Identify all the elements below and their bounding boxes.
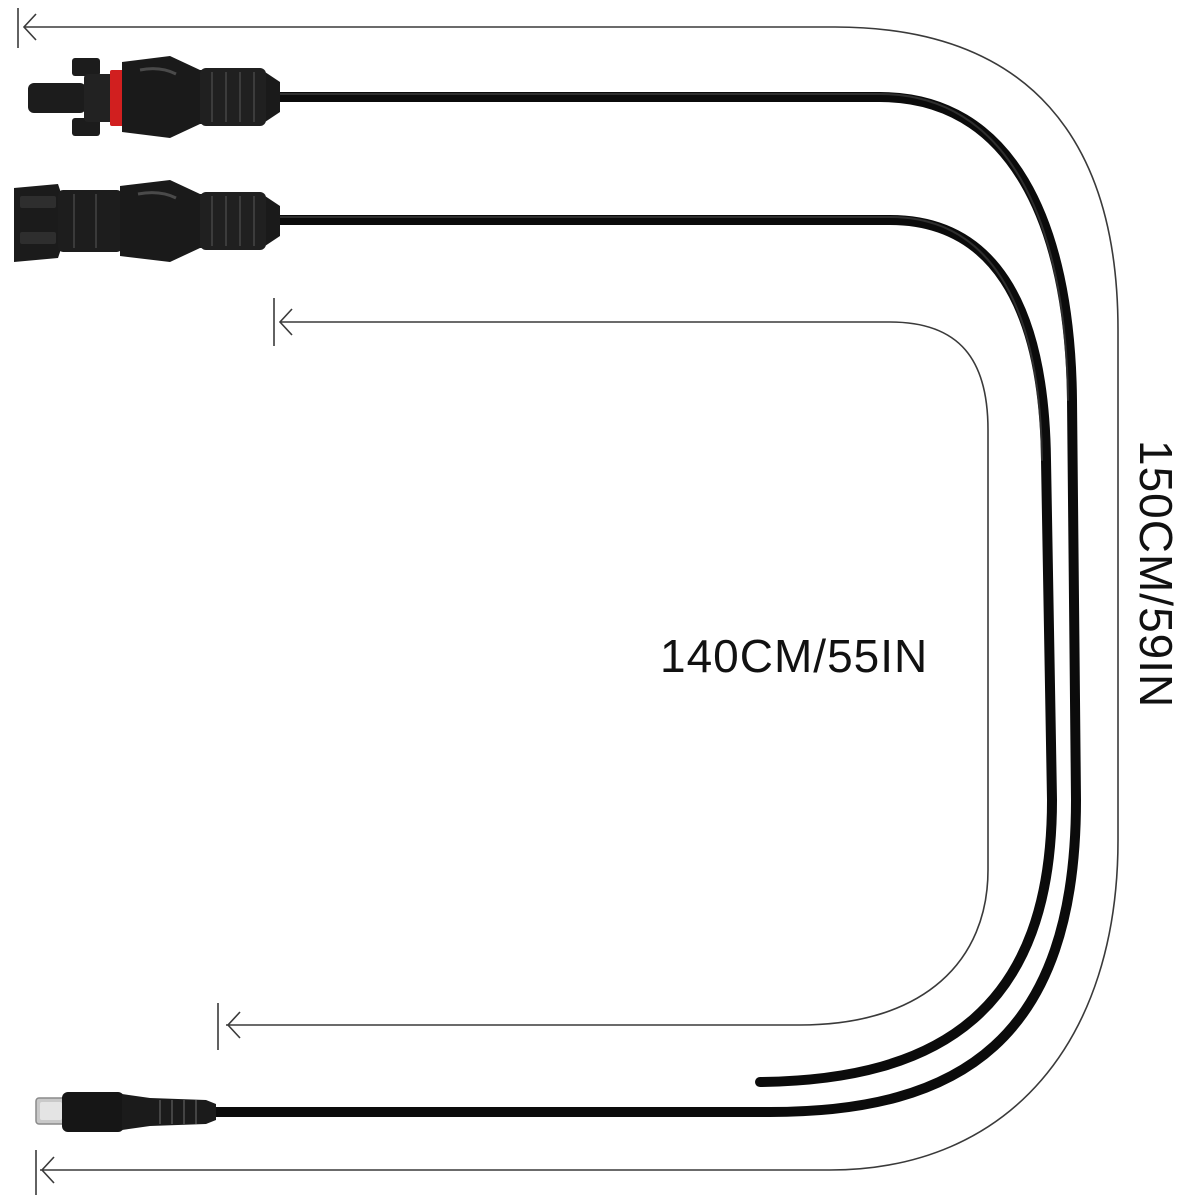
inner-dimension-path	[226, 321, 989, 1026]
red-seal-ring	[110, 70, 124, 126]
outer-length-label: 150CM/59IN	[1130, 440, 1182, 708]
mc4-female-connector	[14, 180, 280, 262]
cable-top-highlight	[279, 93, 1069, 401]
cable-top	[205, 92, 1082, 1117]
dc-barrel-plug	[35, 1092, 216, 1132]
mc4-male-connector	[28, 56, 280, 138]
outer-bottom-arrow-icon	[40, 1156, 55, 1184]
outer-dimension-path	[24, 26, 1119, 1171]
inner-bottom-arrow-icon	[226, 1011, 241, 1039]
cable-middle-highlight	[279, 216, 1043, 461]
outer-dimension	[17, 8, 1119, 1195]
cables	[205, 92, 1082, 1117]
inner-length-label: 140CM/55IN	[660, 630, 928, 682]
inner-dimension	[217, 298, 989, 1050]
